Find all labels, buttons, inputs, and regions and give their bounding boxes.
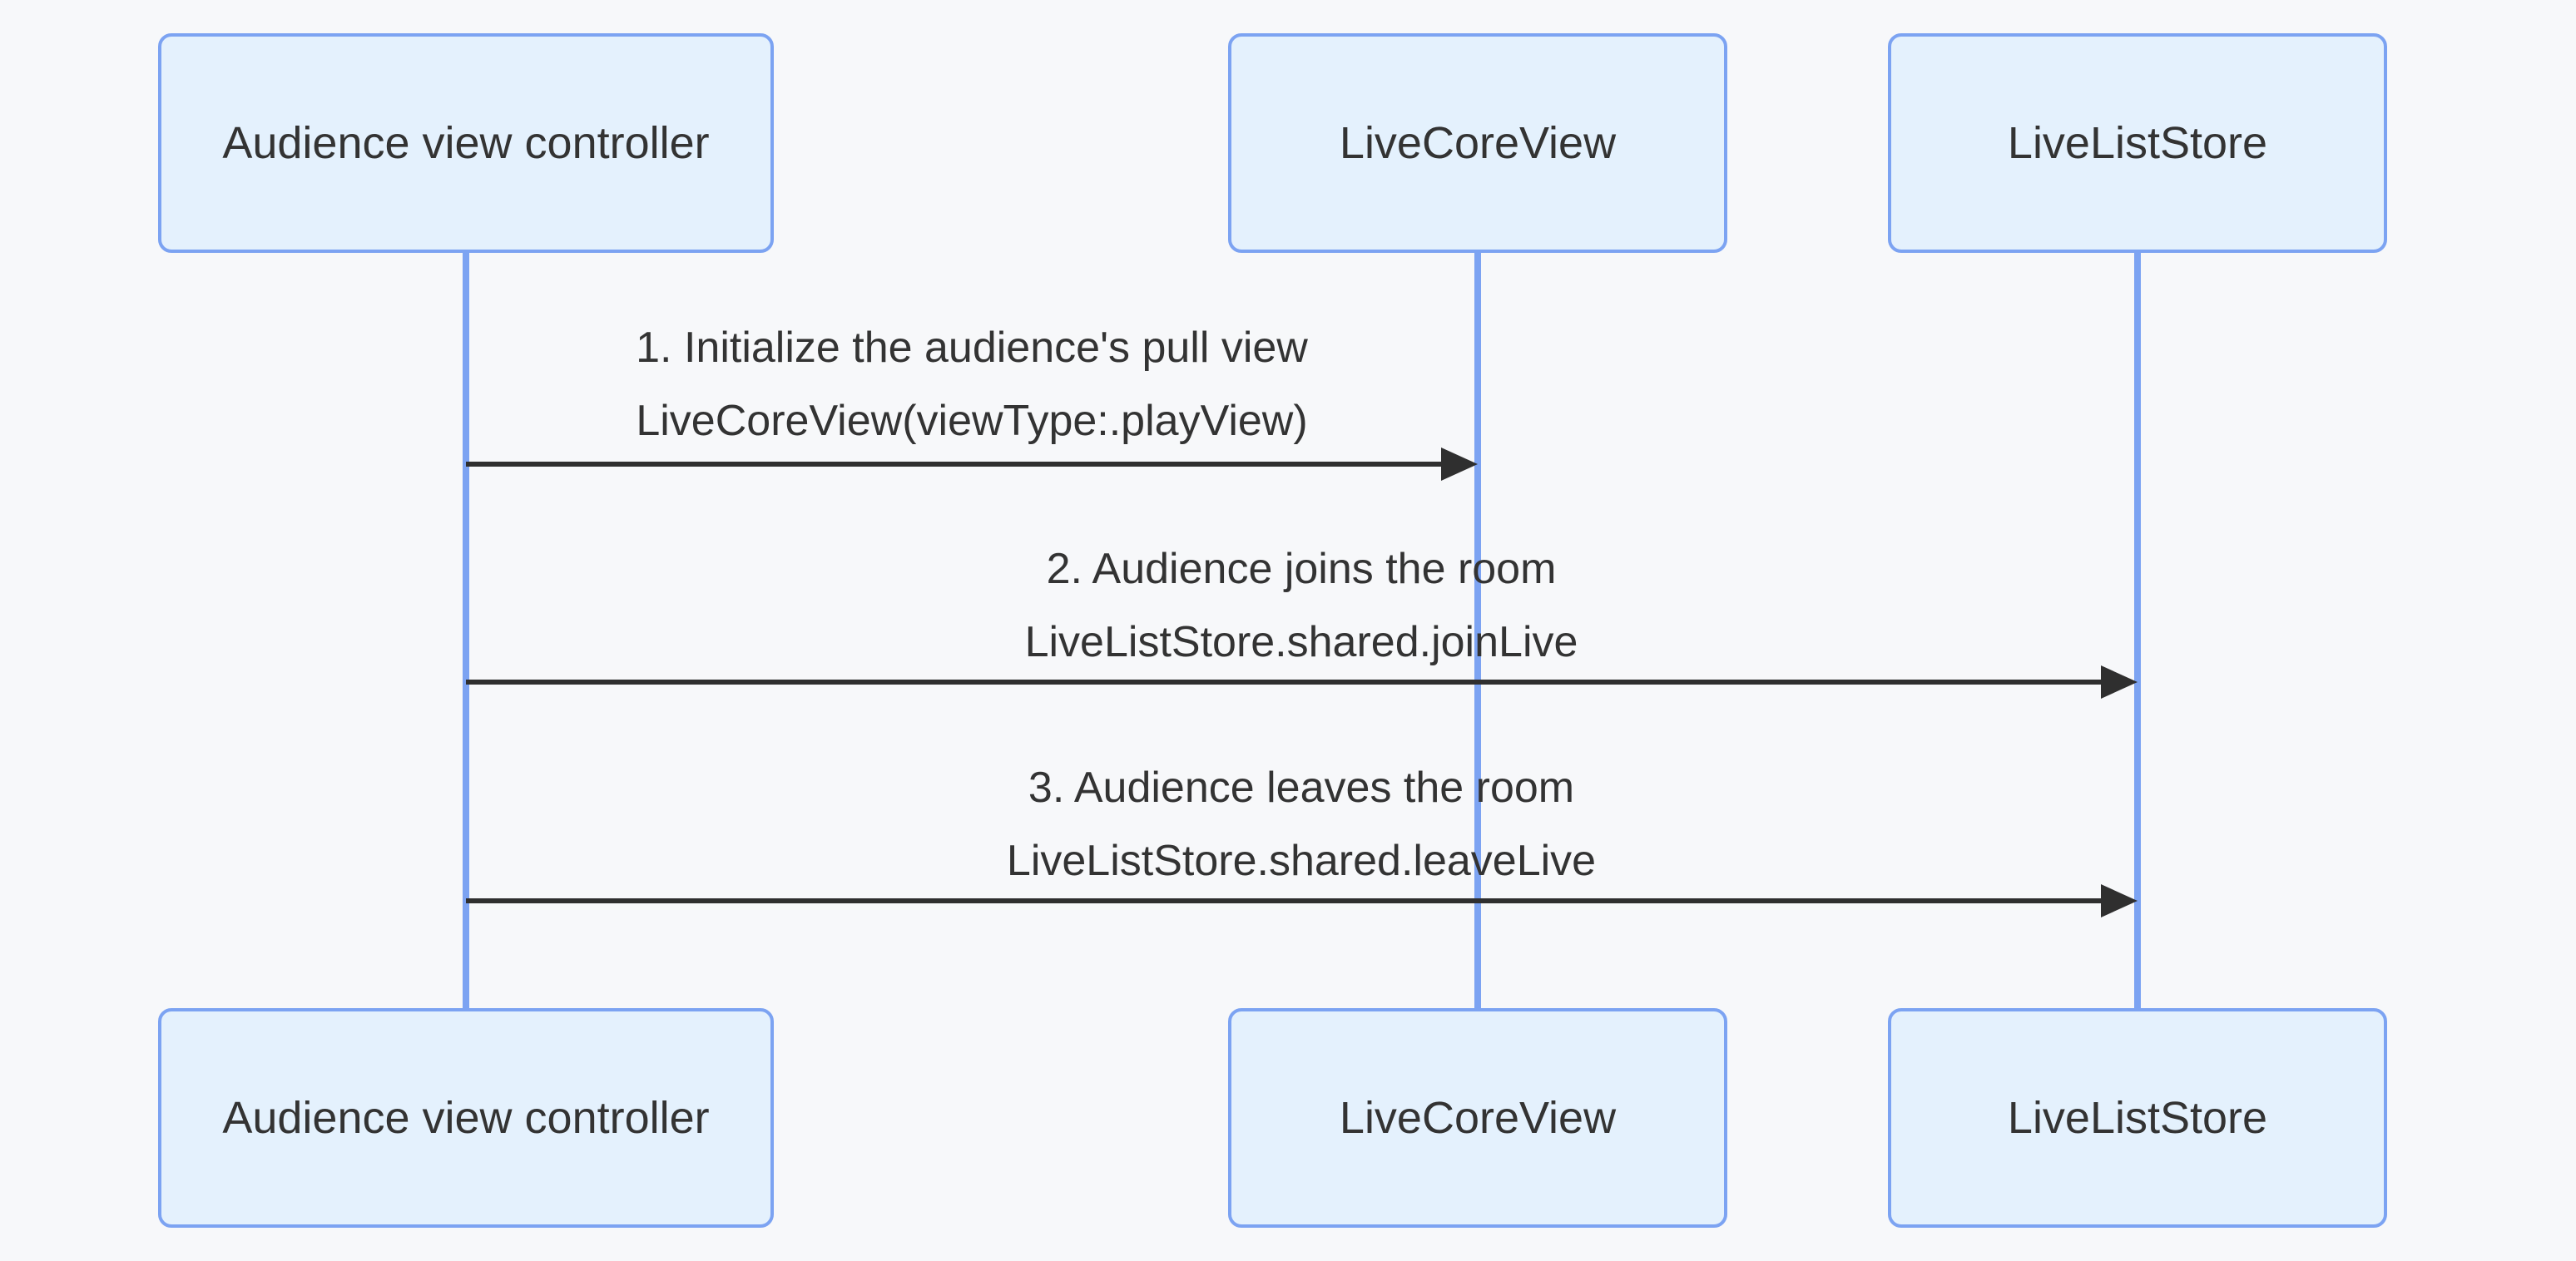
message-3-label: 3. Audience leaves the room LiveListStor… [1007, 751, 1596, 898]
actor-label: LiveCoreView [1339, 118, 1617, 168]
actor-label: Audience view controller [222, 1093, 710, 1143]
message-1-arrow [466, 448, 1478, 481]
message-3-line-2: LiveListStore.shared.leaveLive [1006, 837, 1597, 885]
message-3-arrow [466, 884, 2138, 917]
lifeline-audience-view-controller [463, 250, 469, 1010]
actor-box-top-live-core-view: LiveCoreView [1228, 33, 1727, 253]
message-1-line-1: 1. Initialize the audience's pull view [636, 324, 1308, 372]
message-2-line-1: 2. Audience joins the room [1046, 545, 1557, 593]
actor-box-top-live-list-store: LiveListStore [1888, 33, 2387, 253]
message-3-line-1: 3. Audience leaves the room [1028, 764, 1575, 812]
actor-box-top-audience-view-controller: Audience view controller [158, 33, 774, 253]
message-2-arrow [466, 665, 2138, 699]
actor-label: LiveCoreView [1339, 1093, 1617, 1143]
message-2-line-2: LiveListStore.shared.joinLive [1024, 618, 1578, 666]
actor-box-bottom-live-core-view: LiveCoreView [1228, 1008, 1727, 1228]
actor-label: LiveListStore [2007, 1093, 2268, 1143]
message-1-line-2: LiveCoreView(viewType:.playView) [636, 397, 1308, 445]
message-2-label: 2. Audience joins the room LiveListStore… [1025, 532, 1578, 679]
lifeline-live-list-store [2134, 250, 2141, 1010]
actor-label: LiveListStore [2007, 118, 2268, 168]
lifeline-live-core-view [1474, 250, 1481, 1010]
actor-box-bottom-audience-view-controller: Audience view controller [158, 1008, 774, 1228]
actor-label: Audience view controller [222, 118, 710, 168]
message-1-label: 1. Initialize the audience's pull view L… [636, 311, 1308, 457]
actor-box-bottom-live-list-store: LiveListStore [1888, 1008, 2387, 1228]
